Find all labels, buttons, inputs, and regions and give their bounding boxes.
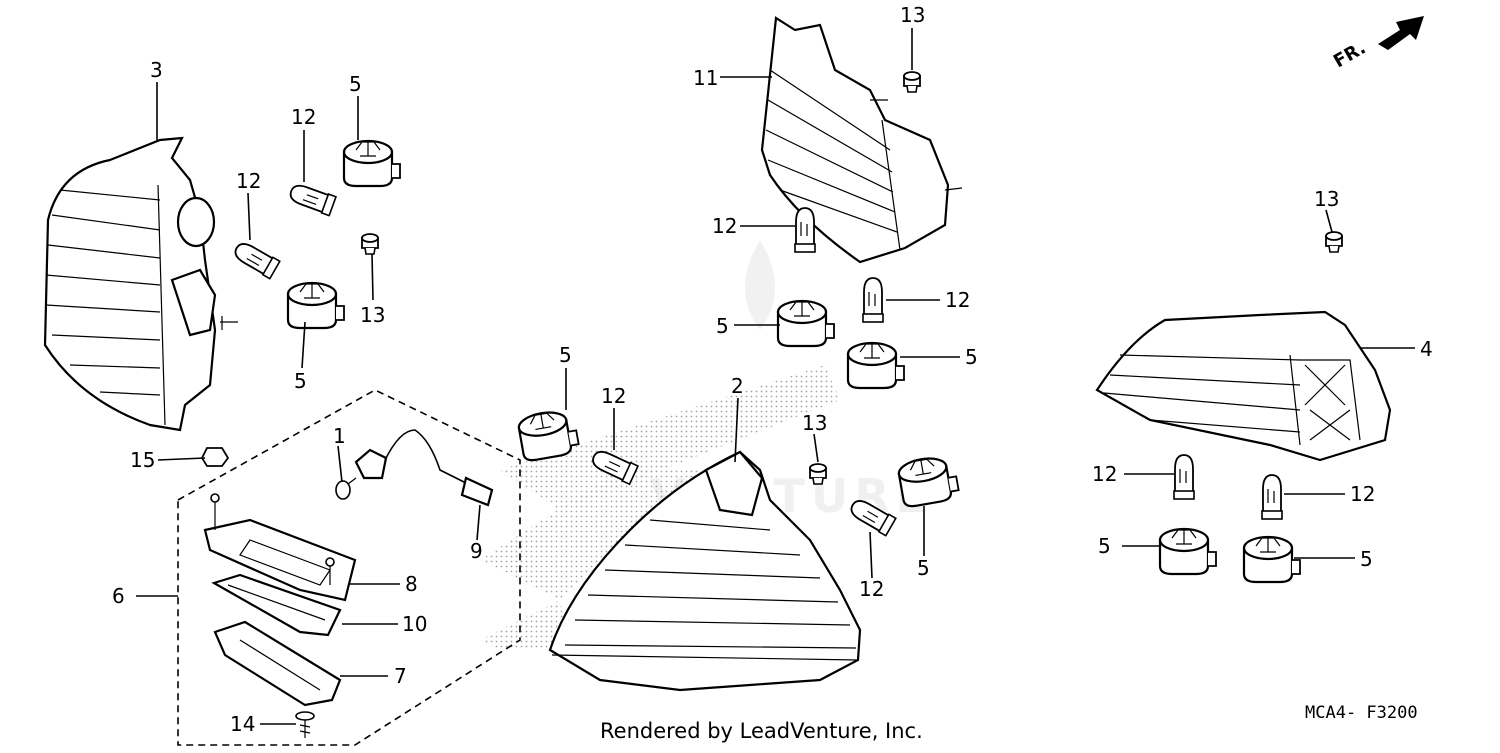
callout-12: 12 xyxy=(1350,482,1375,506)
callout-5: 5 xyxy=(917,556,930,580)
callout-5: 5 xyxy=(1098,534,1111,558)
callout-13: 13 xyxy=(360,303,385,327)
callout-3: 3 xyxy=(150,58,163,82)
callout-13: 13 xyxy=(900,3,925,27)
callout-6: 6 xyxy=(112,584,125,608)
callout-12: 12 xyxy=(859,577,884,601)
license-lamp-box xyxy=(177,389,521,746)
callout-12: 12 xyxy=(712,214,737,238)
callout-12: 12 xyxy=(236,169,261,193)
right-lamp xyxy=(1095,310,1392,462)
license-lamp-base xyxy=(203,493,357,602)
wire-harness xyxy=(335,429,494,507)
callout-12: 12 xyxy=(601,384,626,408)
projection-shading xyxy=(480,365,840,650)
callout-5: 5 xyxy=(716,314,729,338)
callout-13: 13 xyxy=(802,411,827,435)
callout-13: 13 xyxy=(1314,187,1339,211)
tail-lamp-main xyxy=(548,450,862,692)
callout-9: 9 xyxy=(470,539,483,563)
callout-4: 4 xyxy=(1420,337,1433,361)
callout-labels: 3 5 12 12 13 5 13 11 12 5 12 5 13 4 5 12… xyxy=(112,3,1433,736)
callout-5: 5 xyxy=(349,72,362,96)
callout-12: 12 xyxy=(1092,462,1117,486)
callout-12: 12 xyxy=(291,105,316,129)
callout-1: 1 xyxy=(333,424,346,448)
license-lamp-lens xyxy=(213,620,342,707)
footer-credit: Rendered by LeadVenture, Inc. xyxy=(600,719,923,743)
tail-lamp-left xyxy=(43,136,238,432)
callout-15: 15 xyxy=(130,448,155,472)
callout-5: 5 xyxy=(559,343,572,367)
front-direction-indicator: FR. xyxy=(1330,16,1424,72)
callout-14: 14 xyxy=(230,712,255,736)
diagram-code: MCA4- F3200 xyxy=(1305,703,1418,723)
screw xyxy=(295,711,315,738)
leader-lines xyxy=(136,28,1415,725)
callout-11: 11 xyxy=(693,66,718,90)
callout-5: 5 xyxy=(1360,547,1373,571)
callout-8: 8 xyxy=(405,572,418,596)
callout-10: 10 xyxy=(402,612,427,636)
front-direction-label: FR. xyxy=(1330,37,1369,72)
nut xyxy=(200,447,230,467)
callout-2: 2 xyxy=(731,374,744,398)
callout-5: 5 xyxy=(965,345,978,369)
upper-lamp xyxy=(760,16,963,264)
callout-7: 7 xyxy=(394,664,407,688)
license-lamp-seal xyxy=(211,573,342,637)
callout-5: 5 xyxy=(294,369,307,393)
callout-12: 12 xyxy=(945,288,970,312)
